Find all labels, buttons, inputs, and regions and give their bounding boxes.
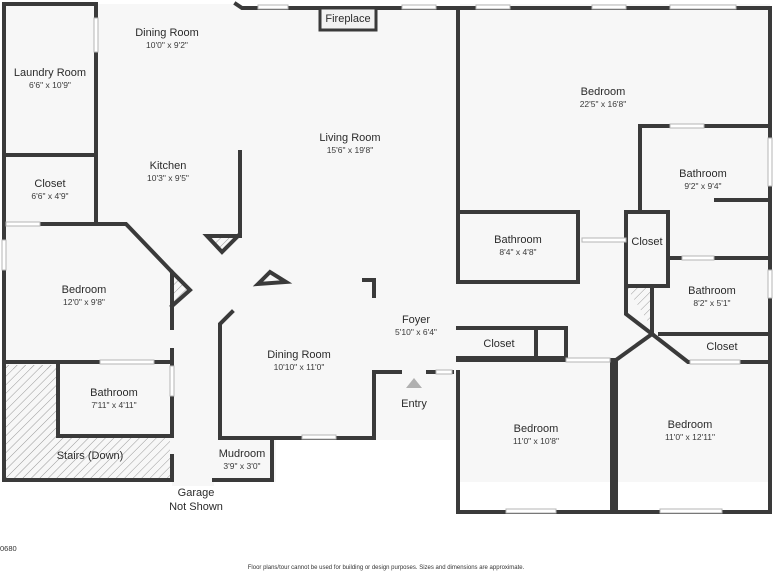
room-dim: 6'6" x 4'9" (31, 191, 68, 201)
hatch-bedroom-left (172, 274, 190, 306)
disclaimer: Floor plans/tour cannot be used for buil… (248, 565, 525, 571)
room-dim: 15'6" x 19'8" (327, 145, 374, 155)
room-name: Dining Room (267, 349, 331, 361)
room-name: Bedroom (62, 284, 107, 296)
room-dim: 12'0" x 9'8" (63, 297, 105, 307)
room-labels: Dining Room 10'0" x 9'2" Laundry Room 6'… (14, 27, 738, 471)
room-name: Dining Room (135, 27, 199, 39)
entry-label: Entry (401, 398, 427, 410)
room-name: Bedroom (581, 86, 626, 98)
windows (1, 4, 773, 514)
entry-arrow-icon (406, 378, 422, 388)
room-dim: 10'0" x 9'2" (146, 40, 188, 50)
room-name: Bedroom (514, 423, 559, 435)
room-name: Closet (631, 236, 662, 248)
room-name: Closet (483, 338, 514, 350)
room-name: Bedroom (668, 419, 713, 431)
room-name: Foyer (402, 314, 430, 326)
listing-code: 0680 (0, 544, 17, 553)
room-dim: 5'10" x 6'4" (395, 327, 437, 337)
room-dim: 10'3" x 9'5" (147, 173, 189, 183)
fireplace-label: Fireplace (325, 13, 370, 25)
room-name: Stairs (Down) (57, 450, 124, 462)
room-dim: 6'6" x 10'9" (29, 80, 71, 90)
room-name: Bathroom (494, 234, 542, 246)
hatch-closet-mid (627, 288, 652, 328)
room-name: Bathroom (688, 285, 736, 297)
room-name: Living Room (319, 132, 380, 144)
room-dim: 10'10" x 11'0" (274, 362, 325, 372)
room-name: Closet (34, 178, 65, 190)
garage-label-line2: Not Shown (169, 501, 223, 513)
room-dim: 3'9" x 3'0" (223, 461, 260, 471)
room-name: Bathroom (90, 387, 138, 399)
room-dim: 9'2" x 9'4" (684, 181, 721, 191)
room-name: Mudroom (219, 448, 265, 460)
room-dim: 11'0" x 12'11" (665, 432, 715, 442)
room-dim: 7'11" x 4'11" (91, 400, 136, 410)
room-dim: 8'2" x 5'1" (693, 298, 730, 308)
room-name: Bathroom (679, 168, 727, 180)
room-name: Closet (706, 341, 737, 353)
room-name: Laundry Room (14, 67, 86, 79)
garage-label-line1: Garage (178, 487, 215, 499)
fireplace: Fireplace (318, 6, 378, 32)
hatch-kitchen (207, 236, 238, 252)
walls (2, 1, 772, 514)
room-dim: 8'4" x 4'8" (499, 247, 536, 257)
room-dim: 22'5" x 16'8" (580, 99, 627, 109)
room-name: Kitchen (150, 160, 187, 172)
room-dim: 11'0" x 10'8" (513, 436, 559, 446)
